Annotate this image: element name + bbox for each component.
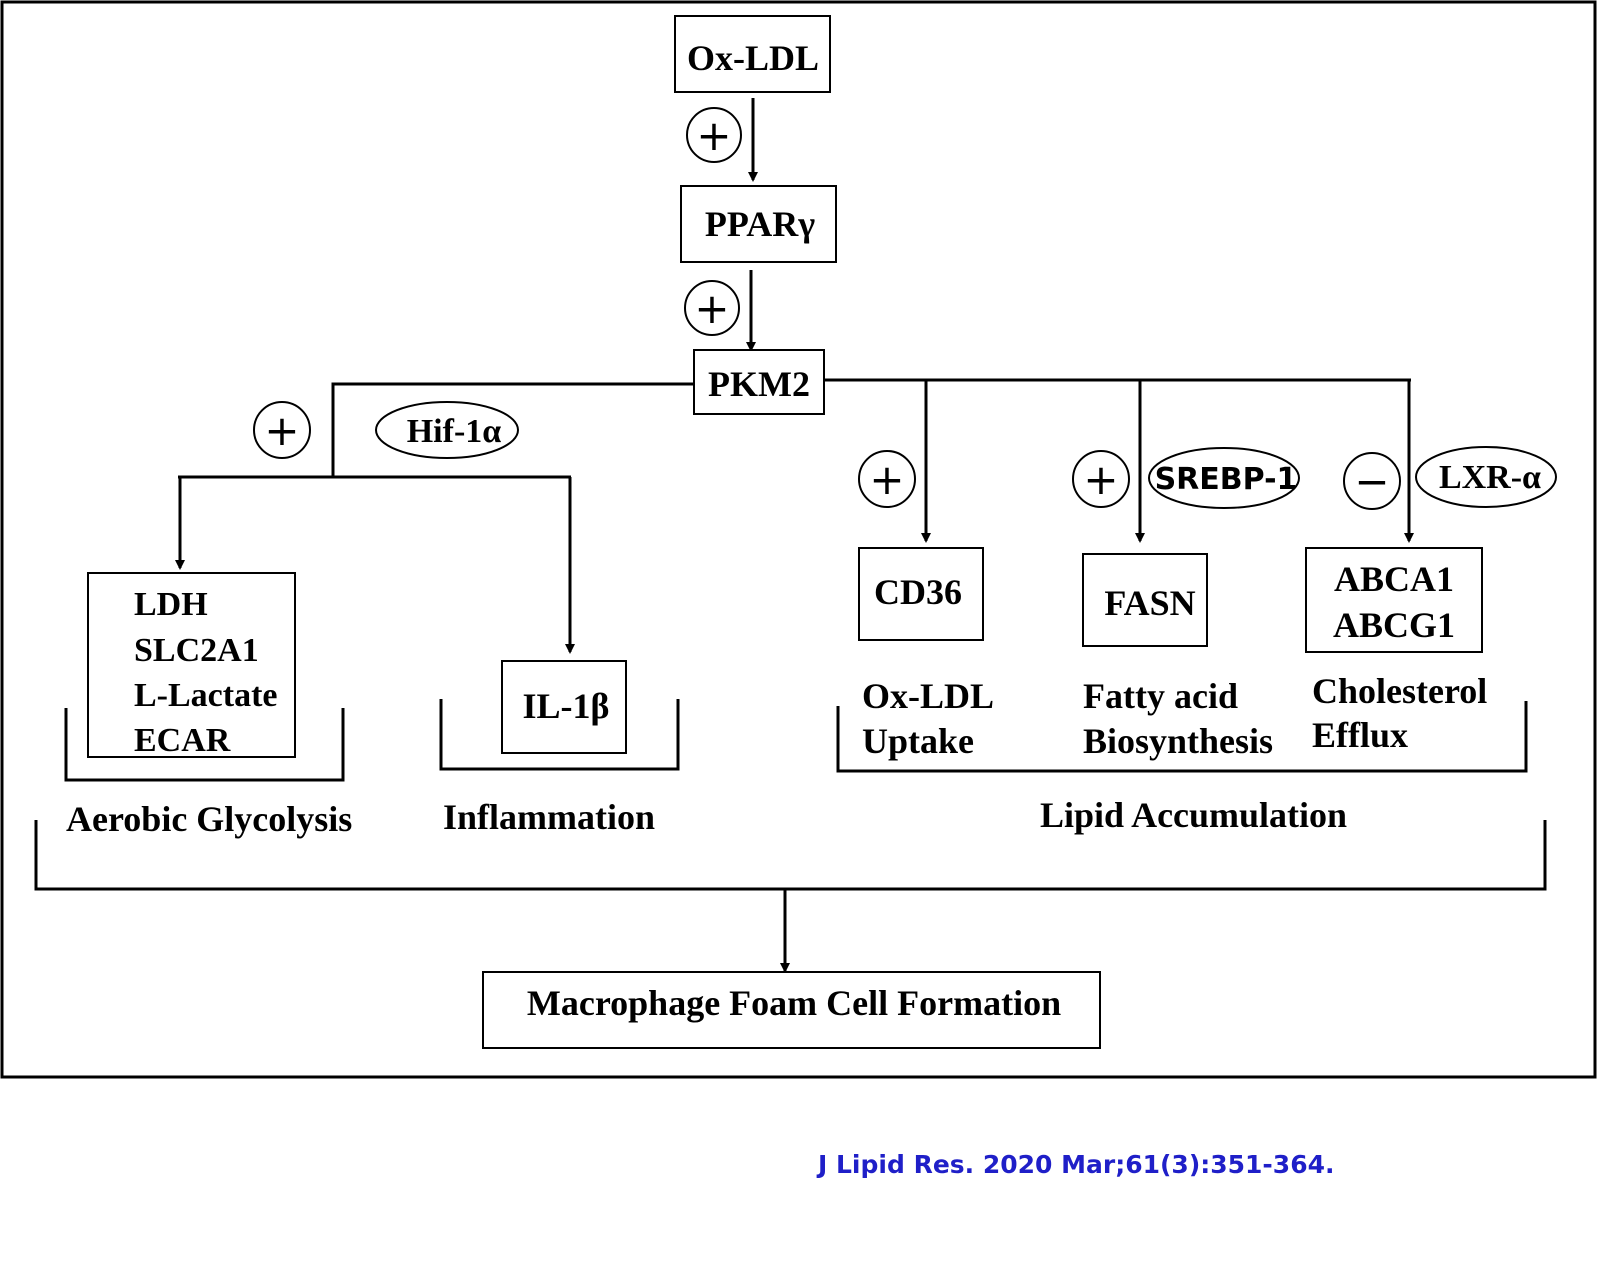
- abcg1-label: ABCG1: [1333, 605, 1455, 645]
- marker-ldh: LDH: [134, 586, 208, 623]
- cholesterol-line2: Efflux: [1312, 715, 1408, 755]
- foam-cell-box: [482, 971, 1101, 1049]
- plus-sign-3-text: +: [264, 406, 299, 455]
- plus-sign-1-text: +: [696, 111, 731, 160]
- fasn-label: FASN: [1104, 583, 1195, 623]
- group-lipid-accumulation: Lipid Accumulation: [1040, 795, 1347, 835]
- srebp1-label: SREBP-1: [1155, 462, 1298, 497]
- marker-slc2a1: SLC2A1: [134, 632, 259, 669]
- fasn-box: [1082, 553, 1208, 647]
- lxra-label: LXR-α: [1439, 459, 1541, 496]
- oxldl-box: [674, 15, 831, 93]
- cd36-box: [858, 547, 984, 641]
- oxldl-uptake-line1: Ox-LDL: [862, 676, 994, 716]
- minus-sign: [1343, 452, 1401, 510]
- plus-sign-5-text: +: [1083, 455, 1118, 504]
- lxra-oval: [1415, 446, 1557, 508]
- oxldl-uptake-line2: Uptake: [862, 721, 974, 761]
- plus-sign-2: [684, 280, 740, 336]
- oxldl-label: Ox-LDL: [687, 38, 819, 78]
- ppar-label: PPARγ: [705, 204, 815, 244]
- citation-text: J Lipid Res. 2020 Mar;61(3):351-364.: [818, 1150, 1335, 1179]
- foam-cell-label: Macrophage Foam Cell Formation: [527, 983, 1061, 1023]
- pkm2-box: [693, 349, 825, 415]
- fatty-acid-line2: Biosynthesis: [1083, 721, 1273, 761]
- plus-sign-2-text: +: [694, 284, 729, 333]
- il1b-label: IL-1β: [523, 686, 610, 726]
- plus-sign-5: [1072, 450, 1130, 508]
- il1b-box: [501, 660, 627, 754]
- bottom-bracket: [34, 820, 1547, 891]
- outer-frame: [0, 0, 1597, 1079]
- group-inflammation: Inflammation: [443, 797, 655, 837]
- plus-sign-4-text: +: [869, 455, 904, 504]
- marker-l-lactate: L-Lactate: [134, 677, 278, 714]
- glycolysis-markers-box: [87, 572, 296, 758]
- cholesterol-line1: Cholesterol: [1312, 671, 1487, 711]
- plus-sign-4: [858, 450, 916, 508]
- abca1-label: ABCA1: [1334, 559, 1454, 599]
- fatty-acid-line1: Fatty acid: [1083, 676, 1238, 716]
- pkm2-label: PKM2: [708, 364, 810, 404]
- srebp1-oval: [1148, 447, 1300, 509]
- group-aerobic-glycolysis: Aerobic Glycolysis: [66, 799, 352, 839]
- hif1a-oval: [375, 401, 519, 459]
- lipid-bracket: [836, 701, 1528, 773]
- abc-transporters-box: [1305, 547, 1483, 653]
- inflammation-bracket: [439, 699, 680, 771]
- marker-ecar: ECAR: [134, 722, 231, 759]
- plus-sign-3: [253, 401, 311, 459]
- ppar-box: [680, 185, 837, 263]
- minus-sign-text: −: [1354, 457, 1389, 506]
- pkm2-left-branch: [331, 382, 694, 477]
- hif1a-label: Hif-1α: [407, 413, 502, 450]
- plus-sign-1: [686, 107, 742, 163]
- cd36-label: CD36: [874, 572, 962, 612]
- glycolysis-bracket: [64, 708, 345, 782]
